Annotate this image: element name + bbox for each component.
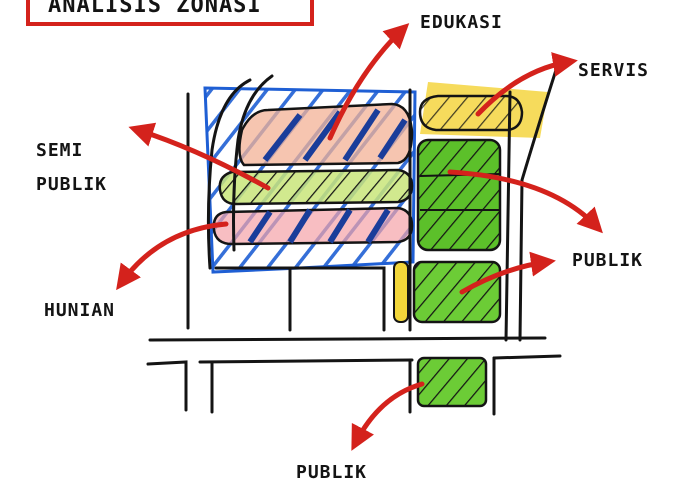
label-edukasi: EDUKASI bbox=[420, 12, 503, 33]
zone-publik-bottom bbox=[418, 358, 486, 406]
label-servis: SERVIS bbox=[578, 60, 649, 81]
label-publik-semi: PUBLIK bbox=[36, 174, 107, 195]
arrow-publik-bottom bbox=[356, 384, 422, 442]
label-publik-right: PUBLIK bbox=[572, 250, 643, 271]
label-hunian: HUNIAN bbox=[44, 300, 115, 321]
zone-edukasi bbox=[239, 104, 412, 165]
label-semi: SEMI bbox=[36, 140, 83, 161]
title-text: ANALISIS ZONASI bbox=[48, 0, 262, 18]
label-publik-bottom: PUBLIK bbox=[296, 462, 367, 483]
title-box: ANALISIS ZONASI bbox=[28, 0, 312, 24]
zone-hunian-pill bbox=[214, 208, 412, 244]
